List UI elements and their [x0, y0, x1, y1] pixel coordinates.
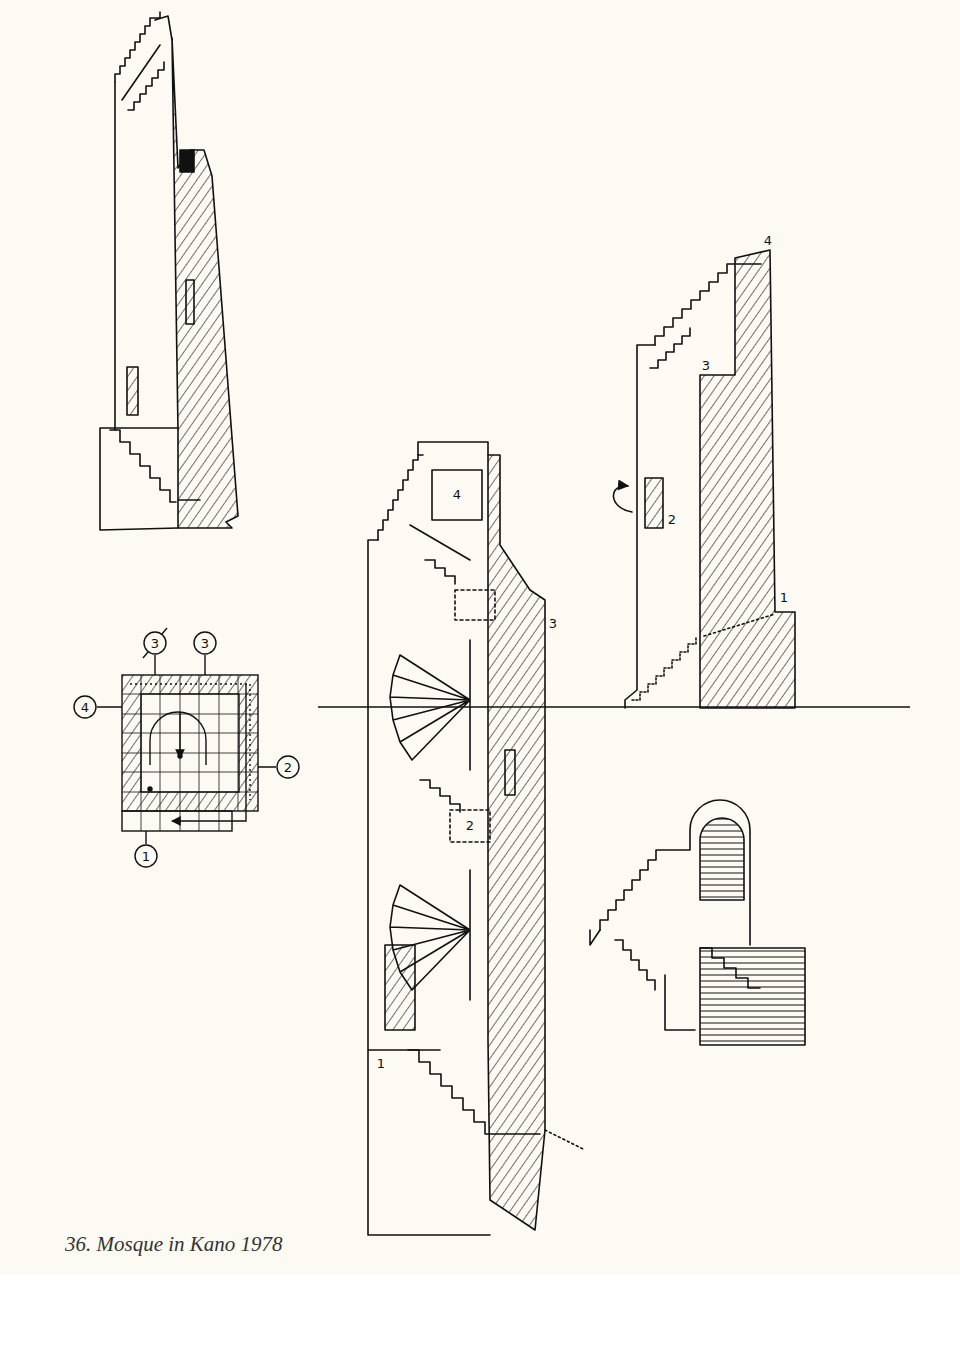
plan-interior — [141, 694, 239, 792]
plan-dotted-line — [130, 684, 250, 800]
tower-view-2 — [368, 442, 585, 1235]
stair-steps — [655, 264, 761, 345]
floor-plan — [97, 628, 276, 844]
shaded-niche — [700, 818, 744, 900]
page-margin — [0, 1275, 960, 1357]
dark-opening — [180, 150, 194, 172]
tower-view-1 — [100, 12, 238, 530]
hidden-stair — [632, 636, 696, 700]
stair-steps — [650, 328, 690, 368]
caption: 36. Mosque in Kano 1978 — [65, 1232, 283, 1257]
callout-circle: 3 — [143, 631, 167, 655]
stair-detail — [590, 800, 805, 1045]
window — [505, 750, 515, 795]
stair-steps — [115, 12, 160, 82]
callout-number: 4 — [762, 234, 774, 248]
hidden-stair — [704, 614, 775, 636]
callout-circle: 1 — [134, 844, 158, 868]
stair-steps — [600, 800, 750, 945]
shaded-face — [488, 455, 545, 1230]
dotted-line — [545, 1130, 585, 1150]
callout-number: 3 — [700, 359, 712, 373]
circle-outline — [144, 632, 166, 654]
callout-number: 3 — [151, 637, 159, 650]
callout-tick — [97, 655, 276, 844]
circle-outline — [277, 756, 299, 778]
window — [645, 478, 663, 528]
callout-number: 4 — [81, 701, 89, 714]
dotted-landing — [450, 810, 490, 842]
callout-number: 1 — [375, 1057, 387, 1071]
stair-steps — [408, 1050, 540, 1134]
top-chamber — [410, 442, 488, 560]
plan-dot — [178, 754, 182, 758]
dotted-landing — [455, 590, 495, 620]
callout-circle: 2 — [276, 755, 300, 779]
spiral-stair — [390, 640, 470, 770]
circle-outline — [135, 845, 157, 867]
callout-number: 4 — [451, 488, 463, 502]
plan-grid — [122, 675, 258, 811]
plan-stair — [150, 712, 206, 765]
circle-outline — [74, 696, 96, 718]
plan-dot — [148, 787, 152, 791]
tower-view-3 — [613, 250, 795, 708]
stair-steps — [700, 948, 760, 988]
stair-steps — [590, 930, 695, 1030]
callout-number: 1 — [142, 850, 150, 863]
callout-number: 2 — [666, 513, 678, 527]
stair-steps — [110, 430, 200, 502]
circle-outline — [194, 632, 216, 654]
callout-number: 3 — [547, 617, 559, 631]
shaded-panel — [385, 945, 415, 1030]
turn-arrow — [613, 486, 632, 512]
callout-number: 3 — [201, 637, 209, 650]
shaded-face — [172, 38, 238, 528]
tower-outline — [368, 540, 490, 1235]
shaded-base — [700, 948, 805, 1045]
window — [127, 367, 138, 415]
ground-line — [318, 706, 910, 708]
tower-outline — [100, 16, 178, 530]
stair-steps — [378, 455, 423, 540]
callout-number: 2 — [284, 761, 292, 774]
callout-number: 2 — [464, 819, 476, 833]
callout-circle: 3 — [193, 631, 217, 655]
plan-arrow — [179, 712, 180, 758]
window — [186, 280, 194, 324]
plan-arrow — [172, 684, 246, 821]
callout-circle: 4 — [73, 695, 97, 719]
strike-mark — [143, 628, 167, 658]
spiral-stair — [390, 640, 470, 770]
stair-steps — [122, 45, 164, 110]
stair-steps — [420, 560, 460, 812]
callout-number: 1 — [778, 591, 790, 605]
shaded-face — [700, 250, 795, 708]
plan-walls — [122, 675, 258, 811]
